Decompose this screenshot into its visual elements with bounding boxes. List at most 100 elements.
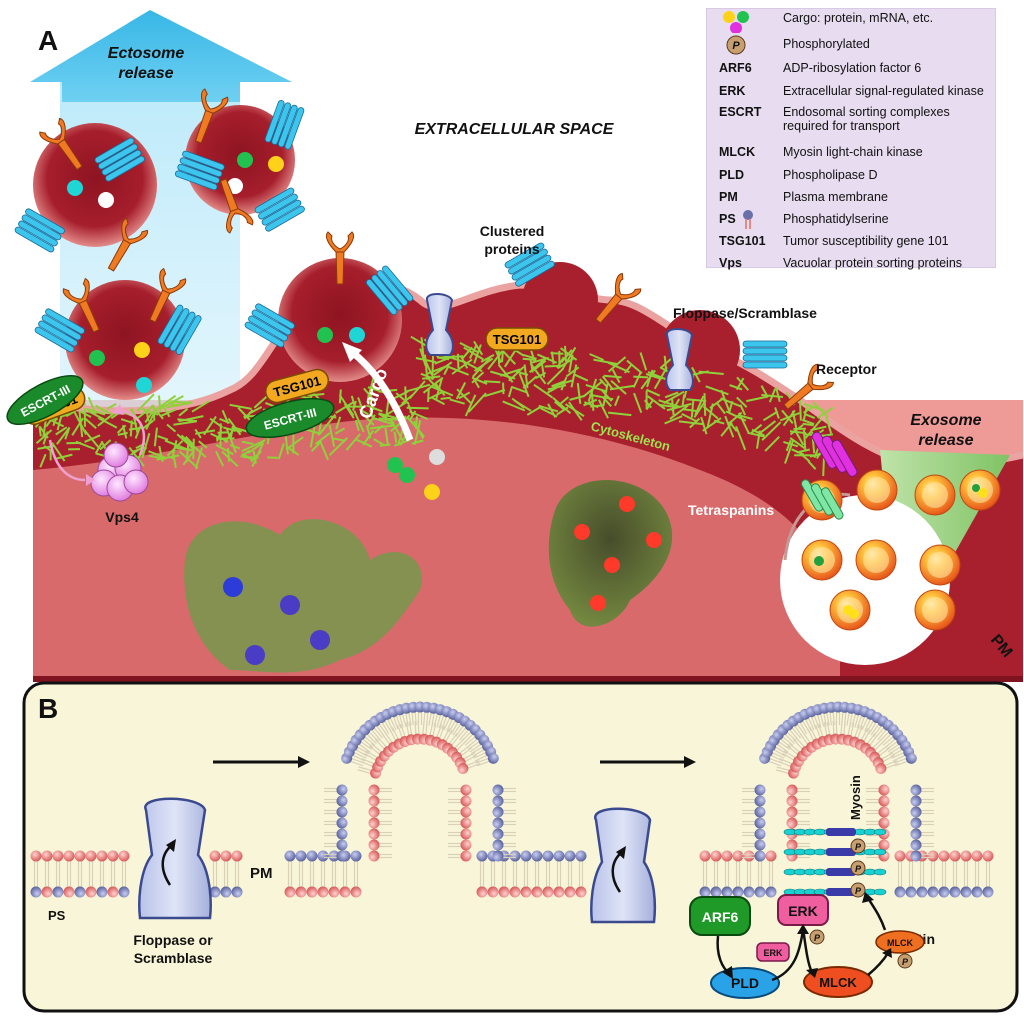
phosphate-p-icon: P: [810, 930, 824, 944]
cargo-dots-icon: [721, 9, 753, 36]
pld-label: PLD: [731, 975, 759, 991]
erk-small-node: ERK: [757, 943, 789, 961]
legend-desc: Extracellular signal-regulated kinase: [783, 84, 991, 98]
phosphate-p-icon: P: [851, 861, 865, 875]
actin-segment: [874, 869, 886, 875]
cargo-dot: [317, 327, 333, 343]
actin-segment: [874, 829, 886, 835]
mvb-dot: [223, 577, 243, 597]
cargo-dot: [136, 377, 152, 393]
erk-small-label: ERK: [763, 948, 783, 958]
arf6-node: ARF6: [690, 897, 750, 935]
mvb-dot: [280, 595, 300, 615]
svg-text:P: P: [855, 842, 862, 852]
svg-text:P: P: [732, 40, 740, 52]
panel-b-letter: B: [38, 693, 58, 724]
floppase-or-scramblase-line2: Scramblase: [134, 950, 213, 966]
extracellular-space-label: EXTRACELLULAR SPACE: [415, 121, 615, 138]
actin-segment: [874, 889, 886, 895]
exosome-vesicle: [920, 545, 960, 585]
actin-filament: [131, 420, 132, 436]
legend-desc: Phospholipase D: [783, 168, 991, 182]
actin-filament: [441, 398, 451, 399]
legend-abbr: Vps: [719, 256, 742, 270]
mlck-small-label: MLCK: [887, 938, 913, 948]
pld-node: PLD: [711, 968, 779, 998]
actin-filament: [267, 457, 277, 458]
svg-text:P: P: [855, 864, 862, 874]
panel-b: B PPP PM PS Floppase or Scramblase Myosi…: [24, 683, 1017, 1011]
exosome-vesicle: [915, 590, 955, 630]
cargo-dot: [89, 350, 105, 366]
actin-filament: [380, 445, 391, 446]
panel-a-letter: A: [38, 25, 58, 56]
legend-abbr: ARF6: [719, 61, 752, 75]
mvb-dot: [604, 557, 620, 573]
cargo-dot: [424, 484, 440, 500]
actin-segment: [874, 849, 886, 855]
exosome-area: [780, 495, 950, 665]
phosphatidylserine-icon: [741, 209, 755, 234]
mvb-dot: [574, 524, 590, 540]
legend-abbr: TSG101: [719, 234, 766, 248]
floppase-channel-b2: [591, 809, 655, 922]
actin-filament: [228, 448, 229, 462]
legend-desc: Phosphorylated: [783, 37, 991, 51]
mlck-small-node: MLCK: [876, 931, 924, 953]
cargo-dot: [429, 449, 445, 465]
ectosome-label-line1: Ectosome: [108, 45, 185, 62]
myosin-bar: [826, 828, 856, 836]
cargo-dot: [349, 327, 365, 343]
floppase-or-scramblase-line1: Floppase or: [133, 932, 213, 948]
tetraspanins-label: Tetraspanins: [688, 502, 774, 518]
receptor-label: Receptor: [816, 361, 877, 377]
legend-desc: Plasma membrane: [783, 190, 991, 204]
phosphate-p-icon: P: [898, 954, 912, 968]
svg-text:P: P: [814, 933, 821, 943]
legend-panel: Cargo: protein, mRNA, etc. P Phosphorylate…: [706, 8, 996, 268]
cargo-dot: [268, 156, 284, 172]
legend-desc: Myosin light-chain kinase: [783, 145, 991, 159]
cargo-dot: [98, 192, 114, 208]
exosome-vesicle: [960, 470, 1000, 510]
floppase-scramblase-label: Floppase/Scramblase: [673, 305, 817, 321]
svg-text:P: P: [902, 957, 909, 967]
actin-filament: [523, 359, 536, 360]
ps-label: PS: [48, 908, 66, 923]
mvb-dot: [619, 496, 635, 512]
legend-abbr: ESCRT: [719, 105, 761, 119]
actin-filament: [432, 354, 433, 380]
erk-node: ERK: [778, 895, 828, 925]
mlck-label: MLCK: [819, 975, 857, 990]
exosome-vesicle: [856, 540, 896, 580]
legend-desc: Phosphatidylserine: [783, 212, 991, 226]
actin-filament: [171, 402, 193, 403]
exosome-vesicle: [830, 590, 870, 630]
exosome-vesicle: [915, 475, 955, 515]
legend-desc: Endosomal sorting complexes required for…: [783, 105, 991, 133]
cargo-dot: [134, 342, 150, 358]
legend-abbr: PS: [719, 212, 736, 226]
ectosome-label-line2: release: [118, 65, 173, 82]
legend-desc: Vacuolar protein sorting proteins: [783, 256, 991, 270]
exosome-label-line1: Exosome: [910, 412, 981, 429]
actin-filament: [193, 439, 194, 459]
cargo-dot: [237, 152, 253, 168]
vps4-label: Vps4: [105, 509, 139, 525]
clustered-proteins-label-line1: Clustered: [480, 223, 545, 239]
mvb-dot: [590, 595, 606, 611]
exosome-vesicle: [857, 470, 897, 510]
exosome-vesicle: [802, 540, 842, 580]
legend-desc: Tumor susceptibility gene 101: [783, 234, 991, 248]
phosphate-p-icon: P: [851, 883, 865, 897]
actin-filament: [705, 393, 706, 416]
legend-desc: Cargo: protein, mRNA, etc.: [783, 11, 991, 25]
legend-abbr: ERK: [719, 84, 745, 98]
legend-abbr: PLD: [719, 168, 744, 182]
floppase-channel-b1: [139, 799, 210, 918]
mvb-dot: [310, 630, 330, 650]
clustered-proteins-label-line2: proteins: [484, 241, 539, 257]
actin-filament: [484, 381, 500, 382]
cargo-dot: [67, 180, 83, 196]
